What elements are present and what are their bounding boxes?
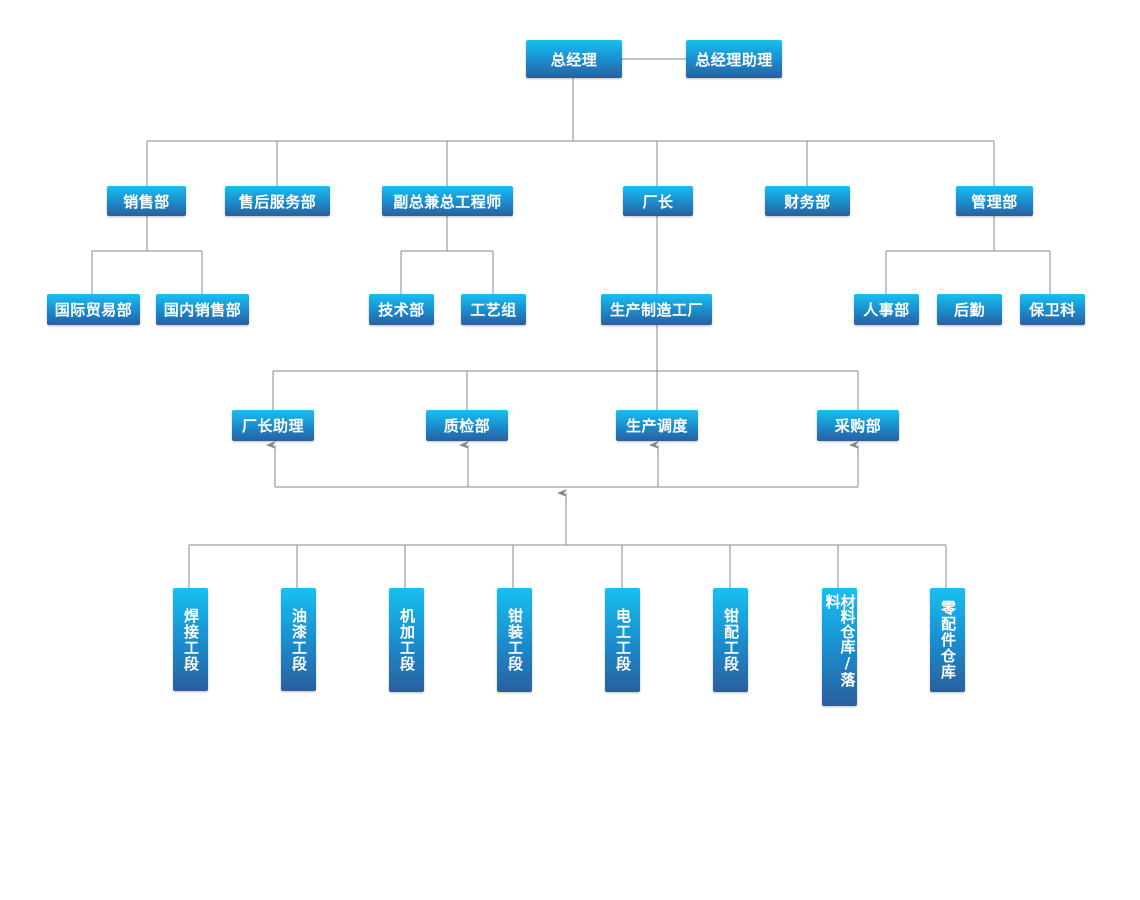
node-production-plant[interactable]: 生产制造工厂 <box>601 294 712 325</box>
node-parts-store[interactable]: 零配件仓库 <box>930 588 965 692</box>
node-technology[interactable]: 技术部 <box>369 294 434 325</box>
node-security[interactable]: 保卫科 <box>1020 294 1085 325</box>
node-hr[interactable]: 人事部 <box>854 294 919 325</box>
node-quality[interactable]: 质检部 <box>426 410 508 441</box>
node-process-group[interactable]: 工艺组 <box>461 294 526 325</box>
node-intl-trade[interactable]: 国际贸易部 <box>47 294 140 325</box>
node-welding[interactable]: 焊接工段 <box>173 588 208 691</box>
node-director-assistant[interactable]: 厂长助理 <box>232 410 314 441</box>
node-gm-assistant[interactable]: 总经理助理 <box>686 40 782 78</box>
node-factory-director[interactable]: 厂长 <box>623 186 693 216</box>
node-finance[interactable]: 财务部 <box>765 186 850 216</box>
node-logistics[interactable]: 后勤 <box>937 294 1002 325</box>
node-fitting-assembly[interactable]: 钳配工段 <box>713 588 748 692</box>
node-material-store[interactable]: 材料仓库/落料 <box>822 588 857 706</box>
node-fitting[interactable]: 钳装工段 <box>497 588 532 692</box>
node-general-manager[interactable]: 总经理 <box>526 40 622 78</box>
node-domestic-sales[interactable]: 国内销售部 <box>156 294 249 325</box>
node-management[interactable]: 管理部 <box>956 186 1033 216</box>
node-after-sales[interactable]: 售后服务部 <box>225 186 330 216</box>
node-painting[interactable]: 油漆工段 <box>281 588 316 691</box>
node-scheduling[interactable]: 生产调度 <box>616 410 698 441</box>
node-deputy-chief-engineer[interactable]: 副总兼总工程师 <box>382 186 513 216</box>
node-machining[interactable]: 机加工段 <box>389 588 424 692</box>
node-purchasing[interactable]: 采购部 <box>817 410 899 441</box>
node-sales[interactable]: 销售部 <box>107 186 186 216</box>
node-electrical[interactable]: 电工工段 <box>605 588 640 692</box>
